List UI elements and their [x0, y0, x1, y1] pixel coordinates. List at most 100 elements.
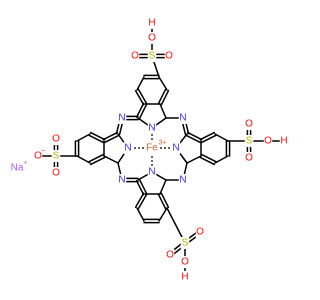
sulfur-left-bg [51, 150, 61, 162]
bond-benzo-left [76, 133, 91, 142]
oxygen-right-1-bg [244, 118, 254, 130]
bond-bottom [159, 179, 167, 195]
sulfur-bottom-bg [180, 237, 190, 249]
oxygen-left-1-bg [51, 133, 61, 145]
sulfur-top-bg [147, 50, 157, 62]
sulfur-right-bg [244, 135, 254, 147]
hydrogen-bottom: H [181, 272, 188, 283]
sodium-ion: Na [11, 163, 24, 174]
oxygen-anion-left-charge: − [41, 148, 45, 155]
oxygen-bottom-1: O [196, 227, 204, 238]
oxygen-left-1: O [52, 134, 60, 145]
hydrogen-top: H [148, 18, 155, 29]
nitrogen-meso-tl-bg [117, 112, 127, 124]
bond-benzo-left [89, 131, 106, 141]
bond-top [159, 103, 167, 119]
bond-left [103, 134, 120, 144]
oxygen-hydroxyl-bottom: O [181, 257, 189, 268]
nitrogen-core-bottom-bg [147, 166, 157, 178]
bond-benzo-right [214, 155, 229, 164]
oxygen-hydroxyl-right-bg [263, 135, 273, 147]
bond-layer [37, 22, 285, 278]
oxygen-top-2: O [165, 51, 173, 62]
oxygen-bottom-1-bg [195, 226, 205, 238]
bond-benzo-bottom [158, 207, 168, 222]
oxygen-hydroxyl-bottom-bg [180, 256, 190, 268]
oxygen-right-1: O [245, 119, 253, 130]
bond-benzo-bottom [136, 207, 145, 222]
bond-benzo-right [200, 134, 217, 144]
nitrogen-meso-tr: N [179, 113, 186, 124]
oxygen-left-2-bg [51, 167, 61, 179]
bond-right [186, 155, 202, 164]
oxygen-right-2: O [245, 153, 253, 164]
bond-right [186, 131, 203, 141]
bond-benzo-right [199, 131, 216, 141]
hydrogen-top-bg [147, 17, 157, 29]
bond-benzo-top [158, 76, 168, 91]
nitrogen-core-right: N [172, 143, 179, 154]
bond-benzo-bottom [134, 192, 145, 208]
sulfur-right: S [246, 136, 253, 147]
bond-benzo-top [160, 89, 170, 106]
bond-benzo-left [88, 134, 105, 144]
hydrogen-right-bg [279, 135, 289, 147]
bond-benzo-left [88, 153, 105, 163]
nitrogen-core-top-bg [147, 122, 157, 134]
oxygen-bottom-2-bg [165, 249, 175, 261]
nitrogen-core-bottom: N [148, 167, 155, 178]
iron-atom: Fe [146, 143, 158, 154]
bond-benzo-top [136, 76, 145, 91]
hydrogen-bottom-bg [180, 271, 190, 283]
bond-benzo-left [89, 156, 106, 166]
sulfur-bottom: S [182, 238, 189, 249]
oxygen-right-2-bg [244, 152, 254, 164]
nitrogen-meso-tl: N [118, 113, 125, 124]
oxygen-top-1-bg [130, 50, 140, 62]
nitrogen-meso-br: N [179, 175, 186, 186]
bond-benzo-right [214, 133, 229, 142]
iron-atom-bg [144, 142, 160, 154]
oxygen-hydroxyl-top: O [148, 33, 156, 44]
oxygen-anion-left: O [34, 151, 42, 162]
nitrogen-meso-bl: N [118, 175, 125, 186]
nitrogen-core-right-bg [171, 142, 181, 154]
bond-top [135, 102, 145, 119]
bond-benzo-right [199, 156, 216, 166]
nitrogen-core-left-bg [123, 142, 133, 154]
bond-benzo-top [157, 88, 167, 105]
bond-bottom [135, 179, 145, 196]
nitrogen-core-left: N [124, 143, 131, 154]
bond-bottom [138, 178, 148, 195]
sodium-ion-bg [9, 162, 25, 174]
oxygen-top-2-bg [164, 50, 174, 62]
bond-left [103, 155, 119, 164]
sulfur-top: S [149, 51, 156, 62]
bond-benzo-bottom [157, 193, 167, 210]
bond-left [102, 131, 119, 141]
bond-benzo-right [200, 153, 217, 163]
oxygen-bottom-2: O [166, 250, 174, 261]
oxygen-top-1: O [131, 51, 139, 62]
bond-benzo-bottom [160, 192, 170, 209]
iron-atom-charge: 3+ [159, 140, 167, 147]
hydrogen-right: H [280, 136, 287, 147]
oxygen-hydroxyl-right: O [264, 136, 272, 147]
oxygen-left-2: O [52, 168, 60, 179]
oxygen-anion-left-bg [33, 150, 43, 162]
bond-benzo-bottom [137, 194, 148, 210]
sodium-ion-charge: + [24, 160, 28, 167]
bond-top [138, 103, 148, 120]
nitrogen-meso-bl-bg [117, 174, 127, 186]
nitrogen-core-top: N [148, 123, 155, 134]
nitrogen-meso-br-bg [178, 174, 188, 186]
bond-right [185, 134, 202, 144]
sulfur-left: S [53, 151, 60, 162]
oxygen-hydroxyl-top-bg [147, 32, 157, 44]
bond-benzo-top [134, 90, 145, 106]
nitrogen-meso-tr-bg [178, 112, 188, 124]
bond-benzo-top [137, 88, 148, 104]
bond-benzo-left [76, 155, 91, 164]
